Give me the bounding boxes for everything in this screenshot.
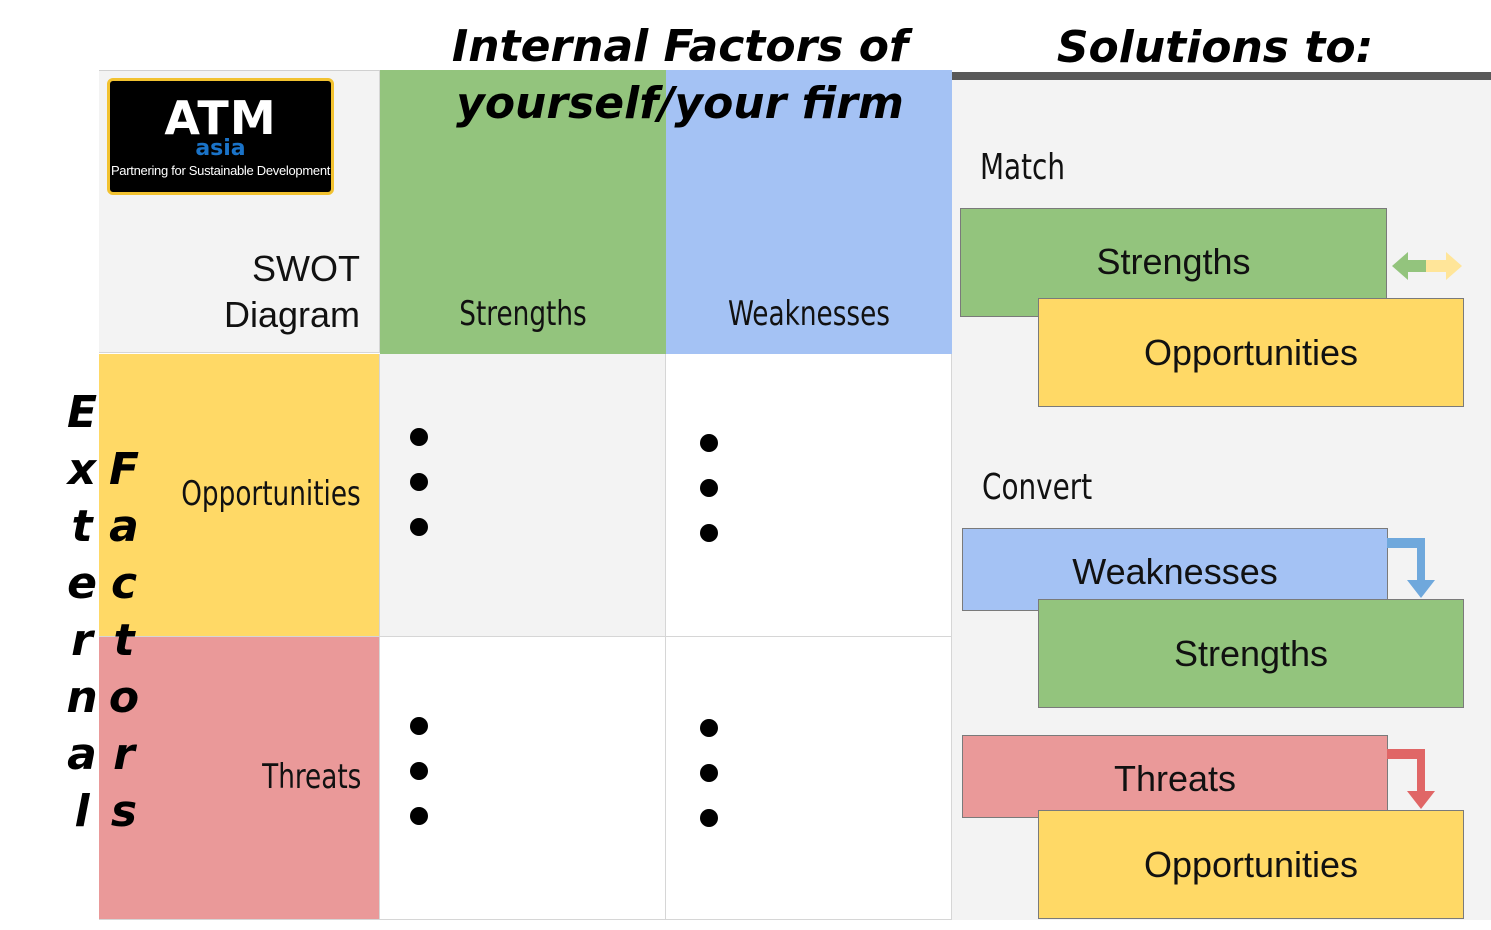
bullet-point [700,809,718,827]
row-header-opportunities-label: Opportunities [181,474,361,514]
grid-top-border [99,70,381,71]
external-letter: E [66,387,98,438]
external-letter: e [67,558,97,609]
bullet-point [700,719,718,737]
atm-asia-logo: ATM asia Partnering for Sustainable Deve… [107,78,334,195]
bullet-list [700,434,718,569]
cell-wt[interactable] [666,637,952,920]
bullet-point [700,434,718,452]
factors-vertical-label: F a c t o r s [104,441,144,840]
factors-letter: o [108,672,140,723]
external-letter: r [71,615,93,666]
threats-box: Threats [962,735,1388,818]
row-header-threats: Threats [99,637,380,920]
convert-weaknesses-box: Weaknesses [962,528,1388,611]
solutions-panel-bar [952,72,1491,80]
match-opportunities-text: Opportunities [1143,331,1359,373]
double-arrow-icon [1392,252,1462,280]
threats-text: Threats [1113,758,1237,799]
bullet-point [700,524,718,542]
logo-sub: asia [195,136,246,161]
solutions-title: Solutions to: [1056,22,1374,73]
external-letter: l [74,786,90,837]
cell-so[interactable] [380,354,666,637]
convert-strengths-box: Strengths [1038,599,1464,708]
swot-diagram-label: SWOT Diagram [223,248,360,335]
match-opportunities-box: Opportunities [1038,298,1464,407]
external-letter: t [71,501,93,552]
bullet-point [700,764,718,782]
convert-label: Convert [982,467,1093,508]
threats-opportunities-box: Opportunities [1038,810,1464,919]
column-header-strengths-label: Strengths [459,294,587,334]
internal-factors-title: Internal Factors of yourself/your firm [451,21,909,129]
bullet-point [410,717,428,735]
column-header-weaknesses-label: Weaknesses [727,294,891,334]
cell-st[interactable] [380,637,666,920]
bullet-point [410,428,428,446]
factors-letter: F [108,444,140,495]
match-label: Match [980,147,1065,188]
row-header-opportunities: Opportunities [99,354,380,637]
threats-opportunities-text: Opportunities [1143,843,1359,885]
external-letter: a [67,729,97,780]
external-vertical-label: E x t e r n a l [62,384,102,840]
bullet-point [410,807,428,825]
column-header-weaknesses: Weaknesses [666,70,952,354]
match-strengths-text: Strengths [1096,241,1251,282]
match-strengths-box: Strengths [960,208,1387,317]
bullet-point [410,762,428,780]
row-header-threats-label: Threats [261,757,361,797]
bullet-list [410,717,428,852]
column-header-strengths: Strengths [380,70,666,354]
cell-wo[interactable] [666,354,952,637]
factors-letter: c [110,558,138,609]
bullet-list [410,428,428,563]
factors-letter: t [113,615,135,666]
bullet-list [700,719,718,854]
external-letter: n [66,672,98,723]
bent-arrow-down-icon [1387,538,1435,598]
bullet-point [410,518,428,536]
bullet-point [700,479,718,497]
factors-letter: s [110,786,138,837]
convert-weaknesses-text: Weaknesses [1072,551,1278,592]
bent-arrow-down-red-icon [1387,749,1435,809]
logo-brand: ATM [164,91,277,145]
external-letter: x [67,444,97,495]
factors-letter: r [113,729,135,780]
bullet-point [410,473,428,491]
logo-tagline: Partnering for Sustainable Development [110,163,331,178]
factors-letter: a [109,501,139,552]
convert-strengths-text: Strengths [1173,632,1329,674]
